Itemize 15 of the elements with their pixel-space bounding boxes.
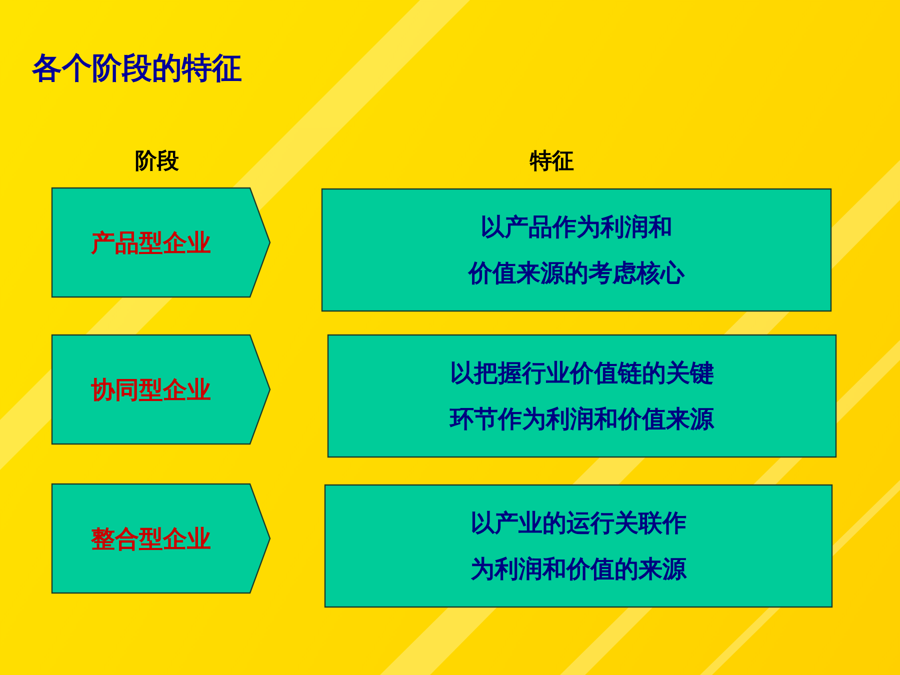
stage-name: 协同型企业: [91, 374, 212, 406]
feature-text: 以产业的运行关联作为利润和价值的来源: [470, 508, 686, 585]
column-header: 特征: [530, 148, 574, 176]
stage-name: 产品型企业: [91, 228, 212, 258]
feature-box: [325, 485, 832, 607]
stage-name: 整合型企业: [91, 524, 212, 554]
stage-arrow-box: [52, 188, 270, 297]
stage-arrow-box: [52, 335, 270, 444]
slide-title: 各个阶段的特征: [32, 50, 242, 88]
feature-box: [328, 335, 836, 457]
stage-arrow-box: [52, 484, 270, 593]
column-header: 阶段: [135, 148, 179, 176]
feature-text: 以把握行业价值链的关键环节作为利润和价值来源: [450, 358, 714, 435]
feature-box: [322, 189, 831, 311]
feature-text: 以产品作为利润和价值来源的考虑核心: [468, 212, 684, 289]
